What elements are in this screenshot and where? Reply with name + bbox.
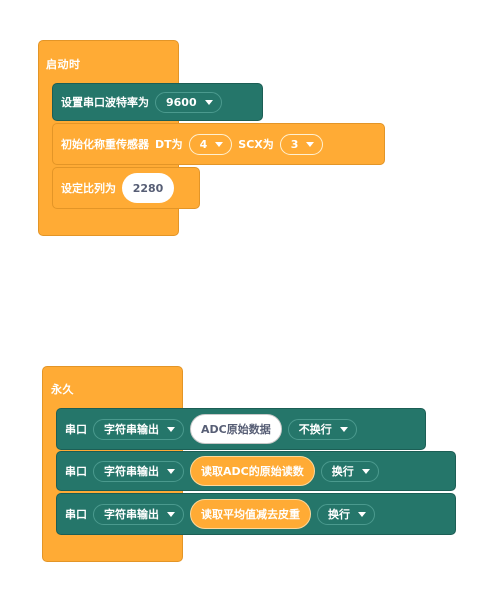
init-scale-label: 初始化称重传感器 [61, 138, 149, 151]
caret-down-icon [167, 511, 175, 517]
dt-dropdown[interactable]: 4 [188, 133, 233, 155]
text-input[interactable]: ADC原始数据 [190, 414, 282, 444]
caret-down-icon [358, 511, 366, 517]
newline-dropdown[interactable]: 不换行 [287, 418, 357, 440]
serial-label: 串口 [65, 465, 87, 478]
set-ratio-label: 设定比列为 [61, 182, 116, 195]
forever-hat-label: 永久 [51, 383, 74, 396]
set-baud-block[interactable]: 设置串口波特率为 9600 [52, 83, 263, 121]
output-mode-dropdown[interactable]: 字符串输出 [93, 460, 184, 482]
output-mode-dropdown[interactable]: 字符串输出 [93, 418, 184, 440]
caret-down-icon [215, 141, 224, 147]
serial-print-block-3[interactable]: 串口 字符串输出 读取平均值减去皮重 换行 [56, 493, 456, 535]
set-baud-label: 设置串口波特率为 [61, 96, 149, 109]
caret-down-icon [361, 468, 370, 474]
output-mode-value: 字符串输出 [104, 465, 159, 478]
newline-value: 不换行 [298, 423, 332, 436]
set-ratio-block[interactable]: 设定比列为 2280 [52, 167, 200, 209]
serial-label: 串口 [65, 508, 87, 521]
read-raw-adc-reporter[interactable]: 读取ADC的原始读数 [190, 456, 315, 486]
setup-hat-label: 启动时 [46, 58, 81, 71]
output-mode-value: 字符串输出 [104, 423, 159, 436]
serial-label: 串口 [65, 423, 87, 436]
sck-label: SCX为 [238, 138, 274, 151]
output-mode-value: 字符串输出 [104, 508, 159, 521]
dt-label: DT为 [155, 138, 183, 151]
newline-value: 换行 [331, 465, 354, 478]
ratio-input[interactable]: 2280 [122, 173, 174, 203]
output-mode-dropdown[interactable]: 字符串输出 [93, 503, 184, 525]
newline-value: 换行 [328, 508, 350, 521]
read-average-minus-tare-reporter[interactable]: 读取平均值减去皮重 [190, 499, 311, 529]
baud-dropdown[interactable]: 9600 [155, 91, 222, 113]
init-scale-block[interactable]: 初始化称重传感器 DT为 4 SCX为 3 [52, 123, 385, 165]
caret-down-icon [167, 468, 175, 474]
dt-value: 4 [199, 137, 208, 151]
caret-down-icon [167, 426, 175, 432]
serial-print-block-2[interactable]: 串口 字符串输出 读取ADC的原始读数 换行 [56, 451, 456, 491]
caret-down-icon [204, 99, 213, 105]
newline-dropdown[interactable]: 换行 [317, 503, 375, 525]
newline-dropdown[interactable]: 换行 [320, 460, 379, 482]
sck-dropdown[interactable]: 3 [279, 133, 324, 155]
sck-value: 3 [290, 137, 299, 151]
serial-print-block-1[interactable]: 串口 字符串输出 ADC原始数据 不换行 [56, 408, 426, 450]
baud-value: 9600 [166, 95, 197, 109]
caret-down-icon [306, 141, 315, 147]
caret-down-icon [339, 426, 348, 432]
